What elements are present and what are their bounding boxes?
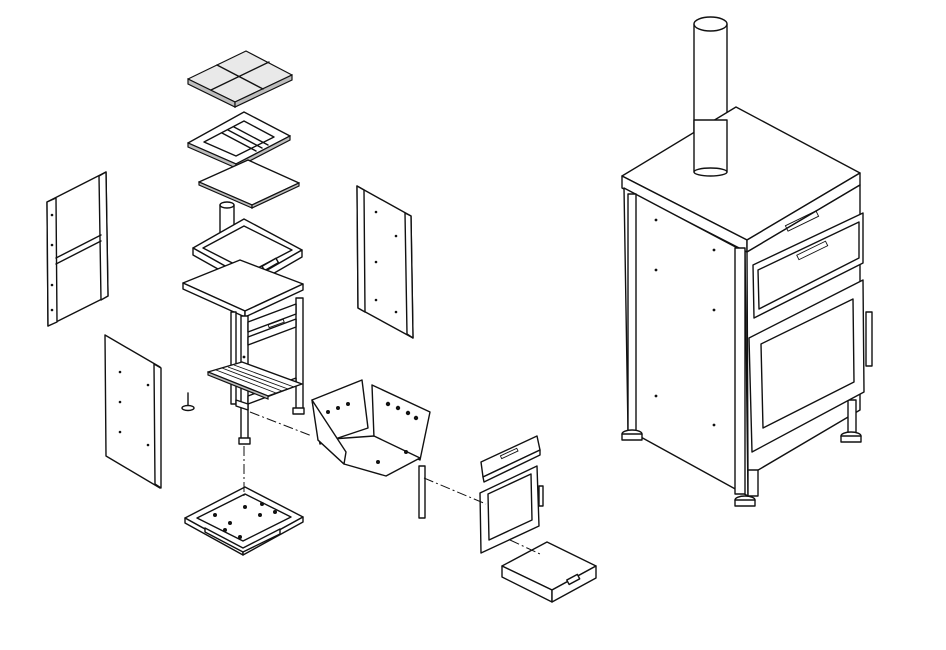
left-side-panel <box>46 171 109 327</box>
cooking-stone-set <box>187 50 293 108</box>
oven-door <box>479 465 544 554</box>
cabinet-frame <box>207 297 305 445</box>
fire-basket <box>311 379 431 477</box>
flat-plate <box>198 159 300 209</box>
top-drawer <box>752 210 864 319</box>
latch-rod <box>418 465 426 519</box>
leveling-feet <box>621 429 862 507</box>
drawer-front <box>480 435 541 483</box>
top-tray-with-flue <box>192 201 303 288</box>
base-tray <box>184 486 304 556</box>
oven-door <box>748 279 873 453</box>
ash-drawer <box>501 541 597 603</box>
top-frame-grate <box>187 111 291 169</box>
assembly-lines <box>243 411 541 555</box>
rear-side-panel <box>104 334 162 489</box>
cabinet-top <box>182 259 304 318</box>
leveling-foot <box>181 392 195 412</box>
right-side-panel <box>356 185 414 339</box>
